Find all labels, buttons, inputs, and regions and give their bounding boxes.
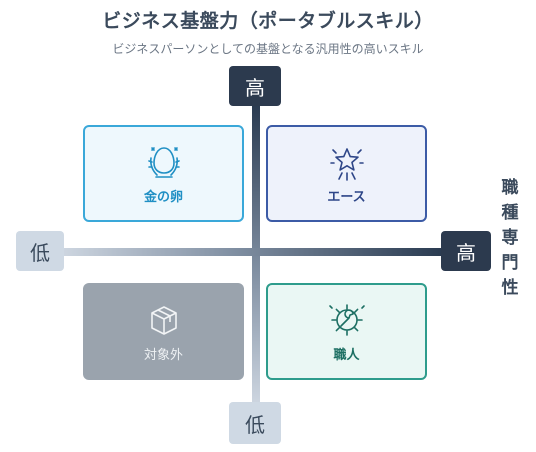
quadrant-ace: エース xyxy=(266,125,427,222)
horizontal-axis-low-label: 低 xyxy=(16,231,64,271)
vertical-axis-low-label: 低 xyxy=(229,402,281,444)
horizontal-axis-name: 職種専門性 xyxy=(501,178,519,298)
vertical-axis xyxy=(252,100,260,412)
quadrant-label: エース xyxy=(327,190,366,205)
horizontal-axis xyxy=(52,248,450,256)
horizontal-axis-high-label: 高 xyxy=(441,231,491,271)
quadrant-craftsman: 職人 xyxy=(266,283,427,380)
vertical-axis-high-label: 高 xyxy=(229,66,281,106)
quadrant-label: 職人 xyxy=(333,348,360,363)
quadrant-label: 対象外 xyxy=(143,348,183,363)
quadrant-golden-egg: 金の卵 xyxy=(83,125,244,222)
gear-wrench-icon xyxy=(328,304,365,336)
page-subtitle: ビジネスパーソンとしての基盤となる汎用性の高いスキル xyxy=(112,42,424,56)
egg-icon xyxy=(147,147,180,178)
star-icon xyxy=(329,148,364,181)
page-title: ビジネス基盤力（ポータブルスキル） xyxy=(102,10,434,32)
box-icon xyxy=(150,306,177,335)
quadrant-label: 金の卵 xyxy=(143,190,183,205)
quadrant-out-of-scope: 対象外 xyxy=(83,283,244,380)
